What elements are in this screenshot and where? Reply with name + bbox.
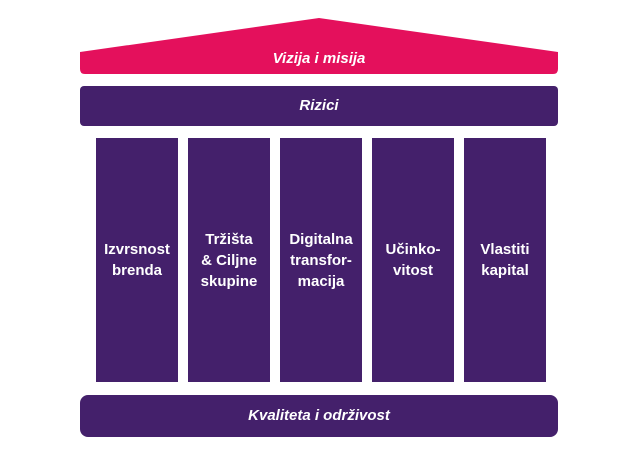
risks-label: Rizici: [299, 97, 339, 114]
roof-shape: [80, 18, 558, 74]
pillar-digital-transformation: Digitalna transfor- macija: [280, 138, 362, 382]
pillar-label: Digitalna transfor- macija: [289, 230, 353, 290]
foundation-label: Kvaliteta i održivost: [248, 407, 390, 424]
pillar-label: Izvrsnost brenda: [104, 241, 170, 279]
roof-polygon: [80, 18, 558, 74]
pillar-label: Tržišta & Ciljne skupine: [200, 230, 258, 290]
pillars-row: Izvrsnost brenda Tržišta & Ciljne skupin…: [96, 138, 546, 382]
pillar-efficiency: Učinko- vitost: [372, 138, 454, 382]
pillar-label: Vlastiti kapital: [480, 241, 530, 279]
pillar-brand-excellence: Izvrsnost brenda: [96, 138, 178, 382]
pillar-label: Učinko- vitost: [385, 241, 441, 279]
pillar-markets-target-groups: Tržišta & Ciljne skupine: [188, 138, 270, 382]
roof: [80, 18, 558, 76]
roof-label-vision-mission: Vizija i misija: [272, 50, 366, 67]
risks-band: Rizici: [80, 86, 558, 126]
pillar-equity: Vlastiti kapital: [464, 138, 546, 382]
foundation-band: Kvaliteta i održivost: [80, 395, 558, 437]
